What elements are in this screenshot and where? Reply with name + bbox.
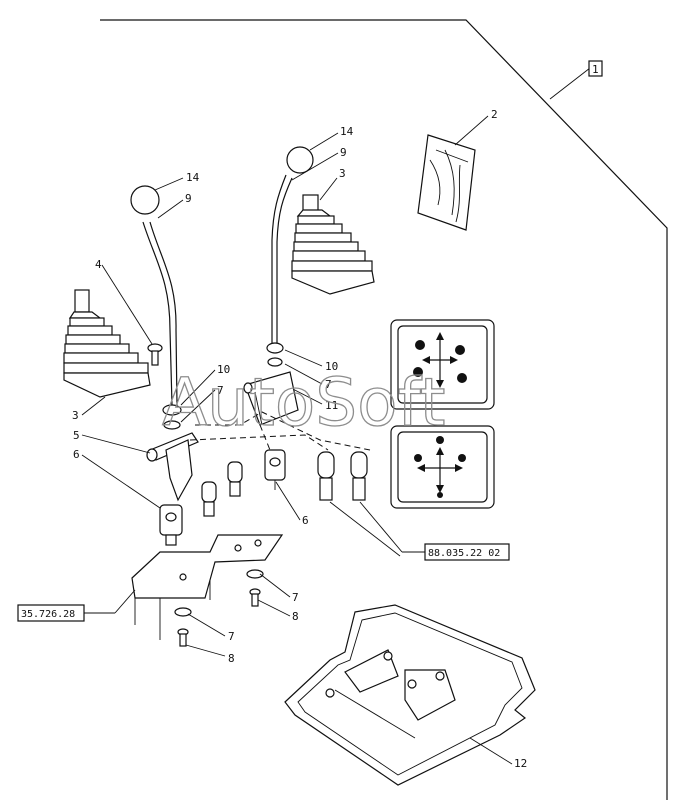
leader-3b — [319, 177, 338, 201]
callout-10a: 10 — [217, 363, 230, 376]
connector-small-a — [227, 461, 243, 497]
right-lever — [271, 174, 287, 345]
callout-12: 12 — [514, 757, 527, 770]
ref-35-726-28: 35.726.28 — [21, 609, 75, 620]
callout-5: 5 — [73, 429, 80, 442]
left-knob — [130, 185, 160, 215]
left-rubber-boot — [63, 289, 151, 398]
leader-14b — [309, 132, 339, 151]
leader-2 — [454, 115, 489, 146]
callout-6b: 6 — [302, 514, 309, 527]
left-nut-10 — [162, 404, 182, 416]
connector-right-a — [317, 451, 335, 501]
callout-14b: 14 — [340, 125, 354, 138]
floor-mat-12 — [284, 604, 536, 786]
leader-5 — [81, 434, 151, 454]
ref-88-035-22-02: 88.035.22 02 — [428, 548, 500, 559]
leader-4 — [101, 264, 153, 345]
washer-screw-left — [174, 607, 192, 647]
leader-10a — [180, 369, 216, 406]
leader-7c — [259, 573, 291, 598]
callout-3a: 3 — [72, 409, 79, 422]
left-washer-7 — [163, 420, 181, 430]
leader-12 — [469, 737, 513, 765]
callout-11: 11 — [325, 399, 338, 412]
leader-8b — [185, 644, 226, 657]
connector-right-b — [350, 451, 368, 501]
connector-small-b — [201, 481, 217, 517]
callout-7b: 7 — [325, 378, 332, 391]
assembly-bracket-line — [100, 19, 668, 800]
right-bracket — [243, 371, 299, 426]
leader-7a — [180, 389, 216, 423]
base-plate — [131, 534, 284, 640]
decal-bottom-pattern — [390, 425, 495, 509]
leader-6a — [81, 454, 161, 509]
leader-6b — [275, 481, 301, 521]
callout-8a: 8 — [292, 610, 299, 623]
left-lever — [142, 221, 173, 406]
callout-7a: 7 — [217, 384, 224, 397]
screw-4 — [147, 343, 163, 366]
decal-top-pattern — [390, 319, 495, 410]
callout-14a: 14 — [186, 171, 200, 184]
washer-screw-right — [246, 569, 264, 607]
right-knob — [286, 146, 314, 174]
callout-3b: 3 — [339, 167, 346, 180]
callout-2: 2 — [491, 108, 498, 121]
right-washer-7 — [267, 357, 283, 367]
right-nut-10 — [266, 342, 284, 354]
leader-14a — [154, 177, 184, 191]
leader-1 — [549, 67, 591, 100]
ref-leader-a2 — [359, 501, 403, 553]
right-rubber-boot — [291, 194, 375, 295]
leader-8a — [257, 599, 291, 617]
switch-6-left — [159, 504, 183, 546]
leader-9a — [157, 199, 184, 219]
callout-10b: 10 — [325, 360, 338, 373]
ref-leader-a1 — [329, 501, 401, 557]
callout-box-1 — [588, 60, 603, 77]
callout-9a: 9 — [185, 192, 192, 205]
callout-6a: 6 — [73, 448, 80, 461]
leader-7b — [284, 363, 323, 385]
decal-sheet — [417, 134, 476, 231]
callout-9b: 9 — [340, 146, 347, 159]
link-dashed — [195, 411, 371, 451]
callout-1: 1 — [592, 63, 599, 76]
callout-8b: 8 — [228, 652, 235, 665]
leader-9b — [291, 152, 339, 181]
callout-7d: 7 — [228, 630, 235, 643]
leader-7d — [187, 613, 226, 637]
switch-6-right — [264, 449, 286, 490]
callout-7c: 7 — [292, 591, 299, 604]
leader-10b — [284, 349, 323, 367]
watermark: AutoSoft — [162, 364, 445, 441]
callout-4: 4 — [95, 258, 102, 271]
pivot-shaft-5 — [146, 432, 199, 502]
leader-3a — [81, 396, 106, 416]
